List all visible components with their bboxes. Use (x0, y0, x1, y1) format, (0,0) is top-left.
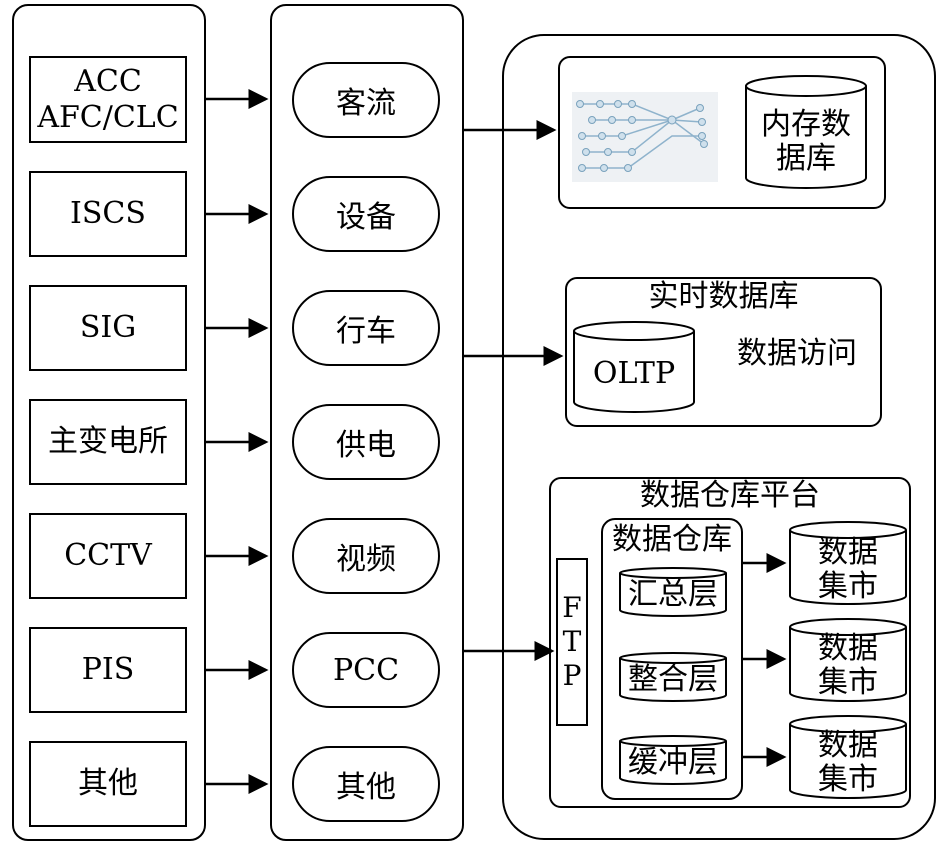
source-main-substation: 主变电所 (29, 399, 187, 485)
category-other: 其他 (292, 746, 440, 822)
realtime-db-title: 实时数据库 (648, 279, 799, 314)
category-passenger-flow: 客流 (292, 62, 440, 138)
source-iscs: ISCS (29, 171, 187, 257)
source-acc-afc-clc: ACC AFC/CLC (29, 56, 187, 143)
data-access-label: 数据访问 (737, 336, 857, 371)
data-mart-label-1: 数据 集市 (818, 535, 878, 604)
category-train-operation: 行车 (292, 290, 440, 366)
integration-layer-label: 整合层 (628, 662, 718, 697)
source-sig: SIG (29, 285, 187, 371)
warehouse-platform-title: 数据仓库平台 (640, 478, 820, 513)
summary-layer-cylinder (619, 567, 727, 617)
data-warehouse-title: 数据仓库 (612, 522, 732, 557)
source-pis: PIS (29, 627, 187, 713)
ftp-letter-f: F (562, 591, 582, 624)
data-mart-cylinder-1 (789, 521, 907, 605)
data-mart-label-2: 数据 集市 (818, 631, 878, 700)
buffer-layer-cylinder (619, 735, 727, 785)
integration-layer-cylinder (619, 652, 727, 702)
source-other: 其他 (29, 741, 187, 827)
buffer-layer-label: 缓冲层 (628, 745, 718, 780)
ftp-letter-t: T (562, 625, 582, 658)
oltp-label: OLTP (592, 356, 676, 391)
oltp-db-cylinder (573, 321, 695, 413)
category-power-supply: 供电 (292, 404, 440, 480)
data-mart-cylinder-2 (789, 618, 907, 702)
memory-db-label: 内存数 据库 (761, 107, 851, 176)
ftp-letter-p: P (562, 659, 582, 692)
data-mart-label-3: 数据 集市 (818, 728, 878, 797)
category-equipment: 设备 (292, 176, 440, 252)
source-cctv: CCTV (29, 513, 187, 599)
summary-layer-label: 汇总层 (628, 577, 718, 612)
memory-db-cylinder (745, 75, 867, 189)
graph-network-icon (572, 92, 718, 182)
data-mart-cylinder-3 (789, 715, 907, 799)
category-video: 视频 (292, 518, 440, 594)
ftp-box: F T P (556, 558, 588, 726)
category-pcc: PCC (292, 632, 440, 708)
